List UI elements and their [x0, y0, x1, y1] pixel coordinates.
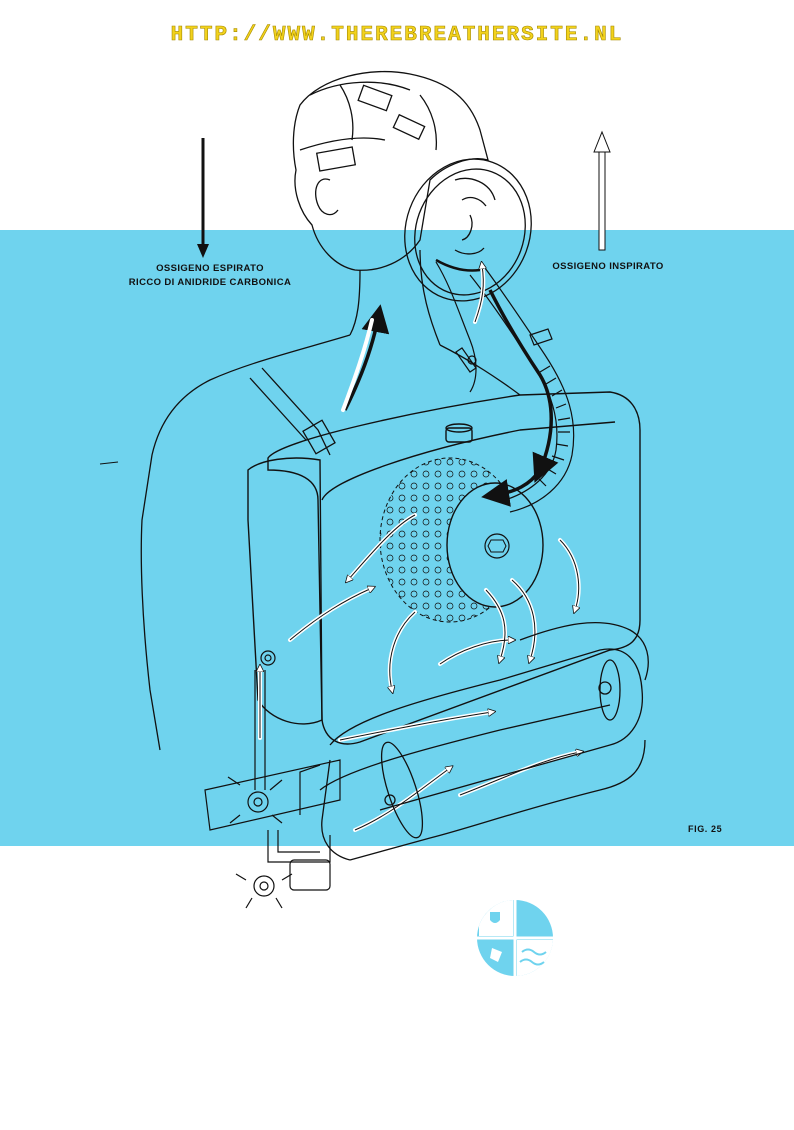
stray-mark — [99, 461, 119, 465]
figure-number: FIG. 25 — [688, 824, 723, 834]
co2-absorber-canister — [379, 457, 544, 623]
inhaled-flow-arrows — [260, 265, 580, 832]
exhaled-label-line1: OSSIGENO ESPIRATO — [156, 263, 264, 274]
emblem-logo — [477, 900, 553, 976]
breathing-bag-housing — [247, 391, 641, 745]
oxygen-cylinders — [319, 621, 649, 861]
exhaled-label-line2: RICCO DI ANIDRIDE CARBONICA — [128, 277, 292, 288]
exhaled-flow-arrows — [343, 258, 559, 507]
supply-valves — [204, 650, 341, 909]
inhaled-arrow — [593, 130, 611, 251]
inhaled-oxygen-label: OSSIGENO INSPIRATO — [552, 261, 664, 272]
exhaled-oxygen-label: OSSIGENO ESPIRATO RICCO DI ANIDRIDE CARB… — [120, 262, 300, 290]
exhaled-arrow — [197, 138, 209, 258]
watermark: HTTP://WWW.THEREBREATHERSITE.NL — [170, 24, 624, 48]
diver-figure — [140, 70, 532, 751]
